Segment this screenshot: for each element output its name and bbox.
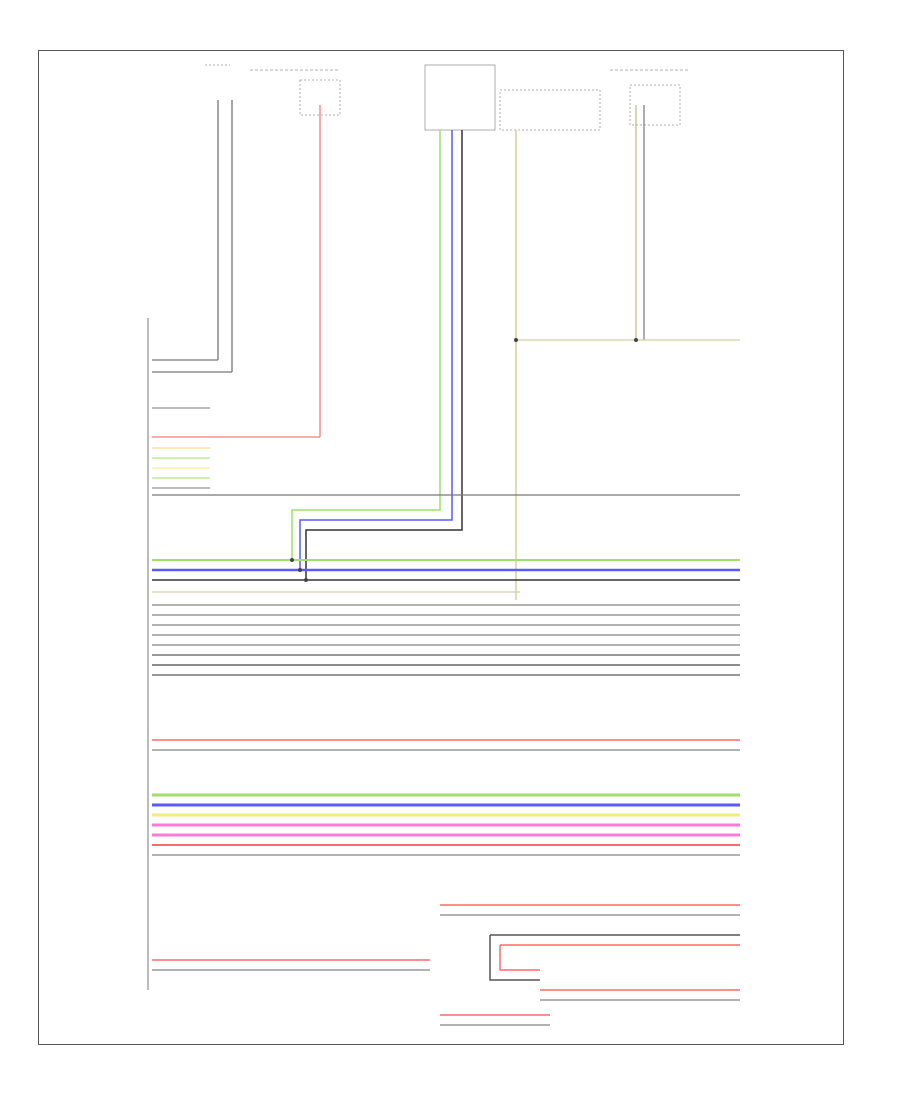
mid-left-block xyxy=(152,407,210,489)
vertical-wires-right xyxy=(516,105,740,341)
bus-block-2 xyxy=(152,604,740,676)
top-connector-right xyxy=(610,69,690,126)
bus-block-3 xyxy=(152,739,740,751)
top-connector-left xyxy=(205,64,341,116)
top-connector-middle xyxy=(424,64,601,131)
vertical-wires-middle xyxy=(291,130,517,600)
bus-block-5 xyxy=(440,904,740,1026)
bus-block-6 xyxy=(152,959,430,971)
bus-block-4 xyxy=(152,793,740,856)
bus-block-1 xyxy=(152,494,740,593)
vertical-wires-left xyxy=(152,100,321,438)
splices xyxy=(290,338,638,582)
diagram-frame xyxy=(38,50,844,1045)
